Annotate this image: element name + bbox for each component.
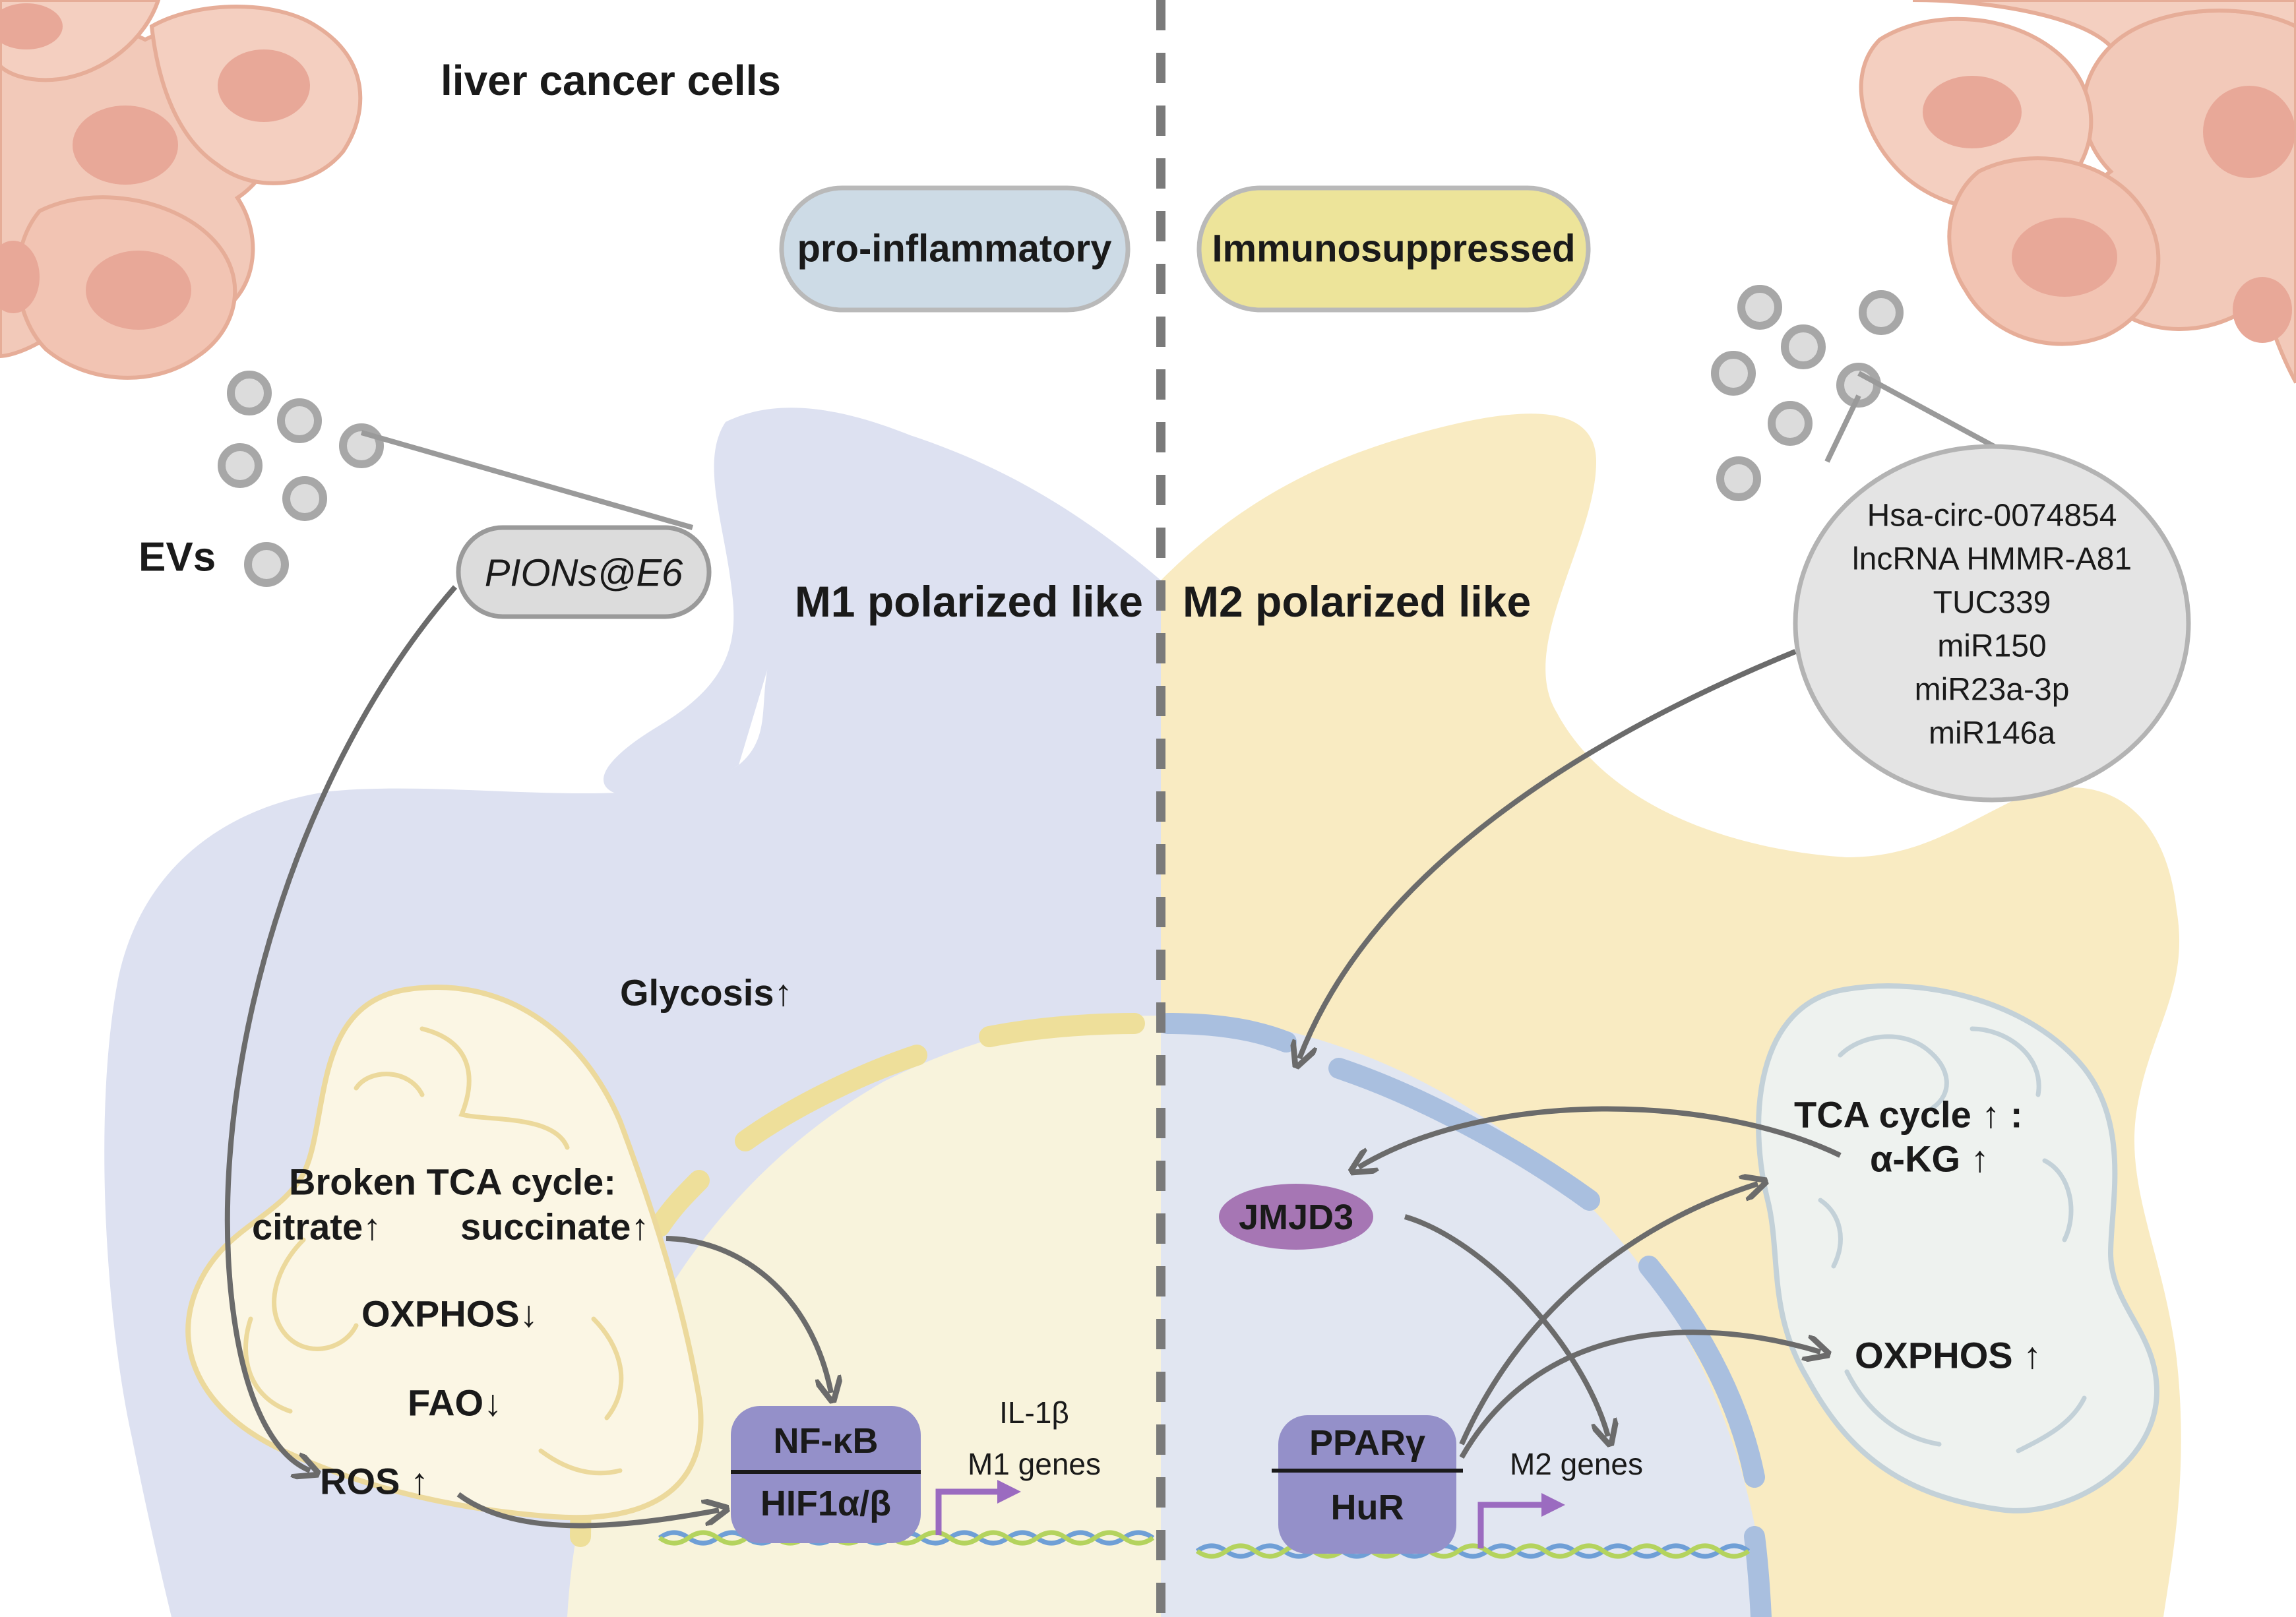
arrow-akg-to-jmjd3: [1359, 1106, 1842, 1167]
pro-inflammatory-badge: pro-inflammatory: [779, 185, 1131, 313]
m2-genes-label: M2 genes: [1510, 1447, 1643, 1481]
cancer-cells-right: [1859, 0, 2296, 384]
pions-e6-label: PIONs@E6: [485, 552, 683, 595]
jmjd3-node: JMJD3: [1219, 1184, 1373, 1250]
citrate-label: citrate↑: [252, 1206, 381, 1248]
ev-vesicles-left: [218, 371, 384, 587]
pions-e6-badge: PIONs@E6: [456, 525, 712, 619]
ev-vesicles-right: [1711, 285, 1904, 501]
mitochondrion-left: [185, 984, 704, 1521]
dna-strand-right: [1195, 1543, 1751, 1559]
hif1-label: HIF1α/β: [760, 1484, 891, 1523]
arrow-ppar-to-tca: [1459, 1184, 1758, 1446]
tca-up-label: TCA cycle ↑ :: [1794, 1094, 2022, 1136]
immunosuppressed-badge: Immunosuppressed: [1196, 185, 1591, 313]
succinate-label: succinate↑: [460, 1206, 649, 1248]
cancer-cells-left: [0, 0, 363, 380]
m1-genes-label: M1 genes: [968, 1447, 1101, 1481]
m1-polarized-label: M1 polarized like: [795, 577, 1143, 626]
arrow-succinate-to-nfkb: [666, 1236, 831, 1393]
ppar-hur-complex: PPARγ HuR: [1272, 1415, 1463, 1554]
ros-up-label: ROS ↑: [320, 1461, 429, 1502]
cargo-item-6: miR146a: [1929, 716, 2055, 751]
arrow-cargo-to-nucleus: [1299, 649, 1797, 1058]
cargo-item-5: miR23a-3p: [1915, 673, 2070, 708]
evs-label: EVs: [139, 535, 216, 580]
pro-inflammatory-label: pro-inflammatory: [797, 228, 1112, 270]
cargo-item-3: TUC339: [1933, 586, 2051, 621]
immunosuppressed-label: Immunosuppressed: [1212, 228, 1575, 270]
oxphos-down-label: OXPHOS↓: [361, 1293, 538, 1335]
nfkb-label: NF-κB: [773, 1421, 878, 1461]
oxphos-up-label: OXPHOS ↑: [1855, 1335, 2041, 1376]
glycosis-label: Glycosis↑: [620, 972, 792, 1014]
drug-callout-connector: [360, 430, 694, 530]
cargo-item-4: miR150: [1937, 629, 2046, 664]
ppar-gamma-label: PPARγ: [1309, 1423, 1425, 1463]
arrow-drug-to-ros: [224, 585, 458, 1471]
nfkb-hif1-complex: NF-κB HIF1α/β: [731, 1406, 921, 1543]
arrow-jmjd3-to-m2-genes: [1404, 1214, 1608, 1436]
cargo-item-2: lncRNA HMMR-A81: [1852, 542, 2132, 577]
cargo-item-1: Hsa-circ-0074854: [1867, 499, 2117, 534]
m1-transcription-arrow: [935, 1480, 1021, 1535]
ev-cargo-bubble: Hsa-circ-0074854 lncRNA HMMR-A81 TUC339 …: [1793, 444, 2191, 803]
liver-cancer-cells-title: liver cancer cells: [441, 57, 781, 104]
akg-up-label: α-KG ↑: [1870, 1138, 1989, 1180]
arrow-ros-to-complex: [456, 1492, 719, 1529]
hur-label: HuR: [1331, 1488, 1404, 1527]
m2-transcription-arrow: [1477, 1493, 1565, 1548]
jmjd3-label: JMJD3: [1239, 1198, 1353, 1237]
il1b-label: IL-1β: [999, 1395, 1069, 1430]
fao-down-label: FAO↓: [408, 1382, 502, 1424]
m2-polarized-label: M2 polarized like: [1183, 577, 1531, 626]
pathway-arrows: [224, 585, 1842, 1529]
arrow-ppar-to-oxphos: [1459, 1329, 1820, 1459]
broken-tca-label: Broken TCA cycle:: [289, 1161, 616, 1203]
